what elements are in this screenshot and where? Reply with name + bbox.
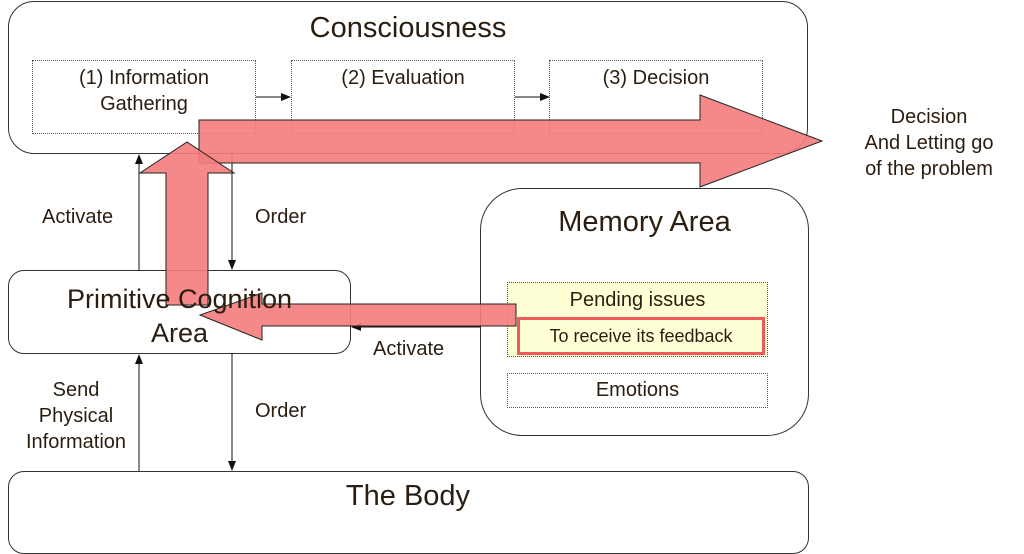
pending-issues-label: Pending issues — [569, 289, 706, 311]
send-line1: Send — [52, 379, 100, 401]
body-box — [8, 471, 809, 554]
outcome-line1: Decision — [890, 106, 968, 128]
decision-big-arrow — [198, 94, 824, 188]
step-3-label: (3) Decision — [602, 67, 710, 89]
send-physical-label: Send Physical Information — [16, 377, 136, 455]
step-2-label: (2) Evaluation — [341, 67, 465, 89]
send-line2: Physical — [38, 405, 114, 427]
order-top-label: Order — [255, 206, 307, 228]
outcome-line2: And Letting go — [864, 132, 994, 154]
step-1-label: (1) Information Gathering — [78, 67, 210, 115]
feedback-left-arrow — [198, 292, 517, 341]
primitive-title: Primitive Cognition Area — [8, 282, 351, 350]
feedback-box: To receive its feedback — [517, 317, 765, 355]
activate-memory-label: Activate — [373, 338, 445, 360]
feedback-label: To receive its feedback — [549, 326, 733, 346]
send-line3: Information — [25, 431, 127, 453]
emotions-box: Emotions — [507, 373, 768, 408]
consciousness-title: Consciousness — [309, 12, 507, 44]
memory-title: Memory Area — [558, 206, 731, 238]
outcome-line3: of the problem — [865, 158, 993, 180]
order-bottom-label: Order — [255, 400, 307, 422]
emotions-label: Emotions — [595, 379, 680, 401]
gathering-up-arrow — [138, 141, 236, 306]
activate-top-label: Activate — [42, 206, 114, 228]
step-information-gathering: (1) Information Gathering — [32, 60, 256, 134]
primitive-title-line2: Area — [150, 318, 209, 348]
body-title: The Body — [345, 480, 471, 512]
primitive-title-line1: Primitive Cognition — [66, 284, 293, 314]
outcome-label: Decision And Letting go of the problem — [849, 104, 1009, 182]
